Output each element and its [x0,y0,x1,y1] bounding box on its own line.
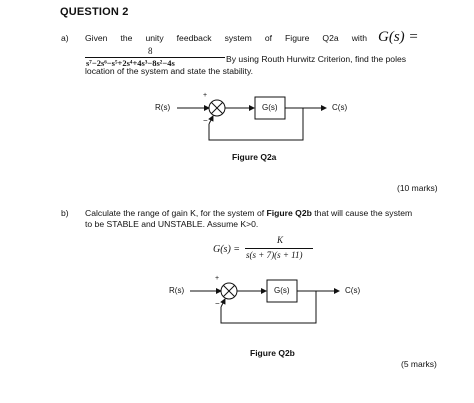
part-a-line2: By using Routh Hurwitz Criterion, find t… [226,54,407,64]
figure-a-caption: Figure Q2a [232,152,277,162]
part-b-tf-denominator: s(s + 7)(s + 11) [246,250,303,260]
part-a-word: of [264,33,272,43]
diagram-b-output-label: C(s) [345,286,361,295]
diagram-a-minus-sign: − [203,116,208,125]
diagram-a-plus-sign: + [203,92,208,99]
diagram-a-feedback-path [208,108,304,141]
question-heading: QUESTION 2 [60,6,129,18]
part-a-word: feedback [176,33,212,43]
part-a-gs-lhs: G(s) = [378,27,419,46]
diagram-a-junction-cross [211,102,223,114]
diagram-b-input-label: R(s) [169,286,185,295]
part-b-figure-ref: Figure Q2b [266,208,312,218]
diagram-b-block-label: G(s) [274,286,290,295]
diagram-a-input-label: R(s) [155,103,171,112]
part-a-fraction-bar [85,57,225,58]
diagram-b-minus-sign: − [215,299,220,308]
part-a-gs-text: G(s) = [378,29,419,45]
part-a-marks: (10 marks) [397,183,438,193]
part-a-line1: Given the unity feedback system of Figur… [85,33,367,43]
part-b-line1-post: that will cause the system [311,208,413,218]
part-a-tf-denominator: s⁷−2s⁶−s⁵+2s⁴+4s³−8s²−4s [86,58,175,68]
part-b-gs-lhs: G(s) = [213,244,241,255]
diagram-b-junction-cross [223,285,235,297]
diagram-b-feedback-path [220,291,317,324]
part-a-line3: location of the system and state the sta… [85,66,253,76]
part-a-word: with [351,33,367,43]
part-a-word: Q2a [322,33,339,43]
part-b-label: b) [61,208,69,218]
part-a-label: a) [61,33,69,43]
part-a-word: Figure [285,33,310,43]
part-b-tf-numerator: K [277,235,284,245]
part-b-marks: (5 marks) [401,359,437,369]
figure-b-caption: Figure Q2b [250,348,295,358]
part-a-tf-numerator: 8 [148,46,153,56]
part-a-word: the [120,33,133,43]
part-b-line2: to be STABLE and UNSTABLE. Assume K>0. [85,219,259,229]
diagram-b-plus-sign: + [215,275,220,282]
part-b-line1: Calculate the range of gain K, for the s… [85,208,412,218]
diagram-a-feedback-arrow [208,115,214,125]
part-a-word: unity [145,33,164,43]
part-a-word: system [224,33,252,43]
part-b-line1-pre: Calculate the range of gain K, for the s… [85,208,267,218]
part-a-word: Given [85,33,108,43]
diagram-a-output-label: C(s) [332,103,348,112]
diagram-b-feedback-arrow [220,298,226,308]
diagram-a-block-label: G(s) [262,103,278,112]
part-b-fraction-bar [245,248,313,249]
